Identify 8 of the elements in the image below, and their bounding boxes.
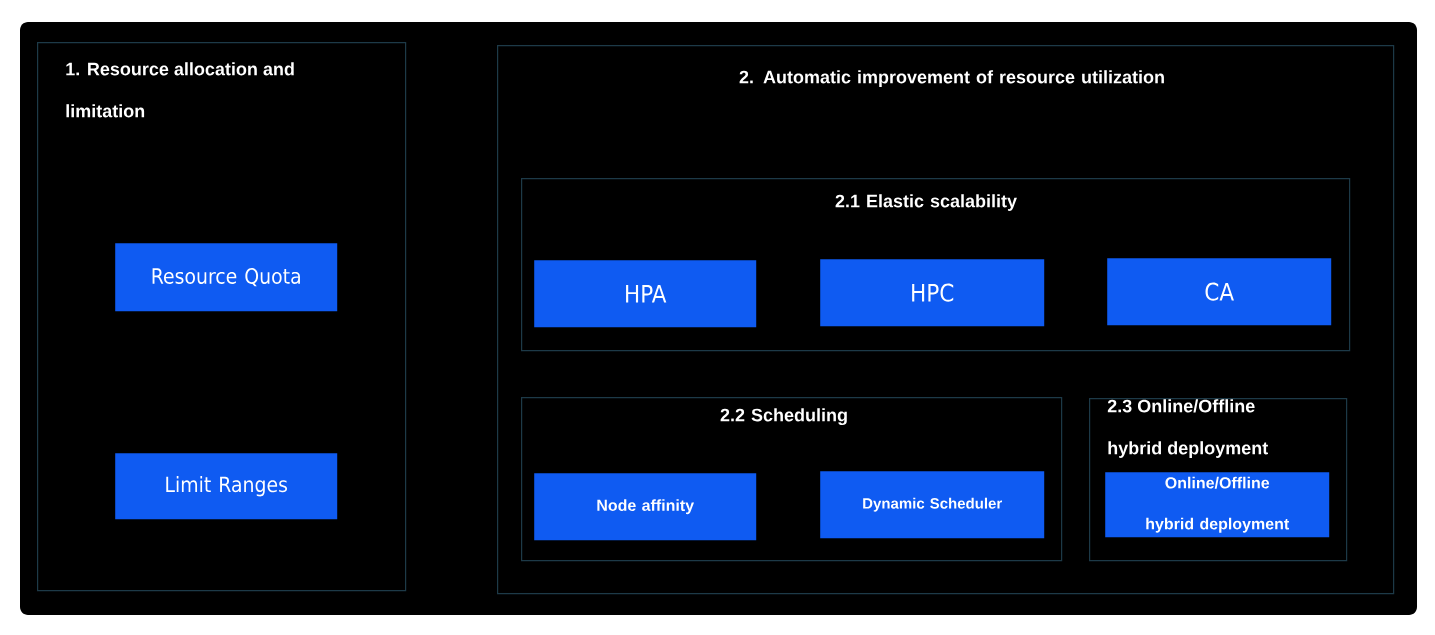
item-box: Resource Quota: [115, 243, 338, 312]
item-box: Node affinity: [534, 473, 757, 541]
item-box: HPC: [820, 259, 1045, 327]
item-box: Online/Offline hybrid deployment: [1105, 472, 1330, 538]
item-box: HPA: [534, 260, 757, 328]
item-box: CA: [1107, 258, 1332, 326]
item-box: Limit Ranges: [115, 453, 338, 520]
item-box: Dynamic Scheduler: [820, 471, 1045, 539]
